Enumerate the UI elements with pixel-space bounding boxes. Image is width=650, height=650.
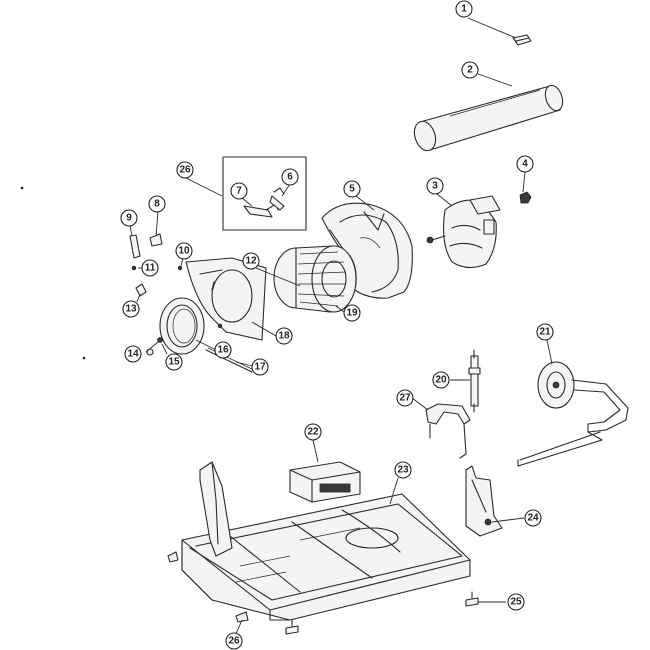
- part-shaft: [468, 349, 481, 413]
- callout-24-label: 24: [527, 513, 539, 524]
- callout-6-label: 6: [287, 172, 293, 183]
- callout-15-label: 15: [168, 357, 180, 368]
- callout-19: 19: [343, 304, 361, 322]
- callout-21-label: 21: [539, 327, 551, 338]
- callout-19-label: 19: [346, 308, 358, 319]
- callout-27-label: 27: [399, 393, 411, 404]
- part-screw-washer: [146, 337, 163, 356]
- part-control-box: [289, 461, 361, 503]
- callout-17-label: 17: [254, 362, 266, 373]
- part-left-bracket: [199, 461, 233, 557]
- callout-23: 23: [394, 461, 412, 479]
- callout-18: 18: [275, 327, 293, 345]
- callout-26-bottom-label: 26: [228, 636, 240, 647]
- callout-14-label: 14: [127, 349, 139, 360]
- part-clip: [512, 34, 532, 46]
- callout-1-label: 1: [461, 4, 467, 15]
- part-idler-arm: [517, 361, 629, 467]
- callout-9: 9: [120, 209, 138, 227]
- part-bracket: [425, 403, 471, 459]
- callout-22-label: 22: [307, 427, 319, 438]
- part-small-clips: [129, 233, 183, 297]
- part-rear-bracket: [465, 465, 503, 537]
- parts-group-box: [222, 156, 307, 231]
- callout-16: 16: [214, 341, 232, 359]
- callout-16-label: 16: [217, 345, 229, 356]
- callout-25: 25: [507, 593, 525, 611]
- callout-26-top: 26: [176, 161, 194, 179]
- callout-27: 27: [396, 389, 414, 407]
- callout-3-label: 3: [432, 181, 438, 192]
- callout-15: 15: [165, 353, 183, 371]
- part-blower-wheel: [273, 245, 357, 313]
- callout-2-label: 2: [467, 65, 473, 76]
- callout-6: 6: [281, 168, 299, 186]
- callout-26-bottom: 26: [225, 632, 243, 650]
- part-exhaust-duct: [413, 84, 564, 152]
- callout-11: 11: [141, 259, 159, 277]
- callout-24: 24: [524, 509, 542, 527]
- callout-4-label: 4: [522, 159, 528, 170]
- callout-23-label: 23: [397, 465, 409, 476]
- callout-10-label: 10: [178, 246, 190, 257]
- callout-9-label: 9: [126, 213, 132, 224]
- callout-10: 10: [175, 242, 193, 260]
- callout-22: 22: [304, 423, 322, 441]
- callout-20: 20: [432, 371, 450, 389]
- callout-11-label: 11: [145, 263, 156, 274]
- callout-13-label: 13: [125, 304, 137, 315]
- callout-7-label: 7: [236, 186, 242, 197]
- callout-1: 1: [455, 0, 473, 18]
- callout-13: 13: [122, 300, 140, 318]
- callout-5-label: 5: [349, 184, 355, 195]
- part-leveling-feet: [167, 551, 479, 635]
- callout-20-label: 20: [435, 375, 447, 386]
- callout-3: 3: [426, 177, 444, 195]
- callout-12: 12: [242, 252, 260, 270]
- callout-5: 5: [343, 180, 361, 198]
- callout-25-label: 25: [510, 597, 522, 608]
- callout-14: 14: [124, 345, 142, 363]
- callout-8: 8: [148, 195, 166, 213]
- part-drive-motor: [426, 195, 501, 269]
- scan-dots: [20, 186, 86, 360]
- callout-2: 2: [461, 61, 479, 79]
- part-seal-ring: [159, 297, 205, 355]
- callout-12-label: 12: [245, 256, 257, 267]
- callout-7: 7: [230, 182, 248, 200]
- callout-18-label: 18: [278, 331, 290, 342]
- part-bulkhead-plate: [185, 257, 267, 341]
- part-base-frame: [181, 493, 471, 621]
- callout-17: 17: [251, 358, 269, 376]
- callout-8-label: 8: [154, 199, 160, 210]
- part-nut: [519, 191, 532, 204]
- callout-21: 21: [536, 323, 554, 341]
- callout-26-top-label: 26: [179, 165, 191, 176]
- callout-4: 4: [516, 155, 534, 173]
